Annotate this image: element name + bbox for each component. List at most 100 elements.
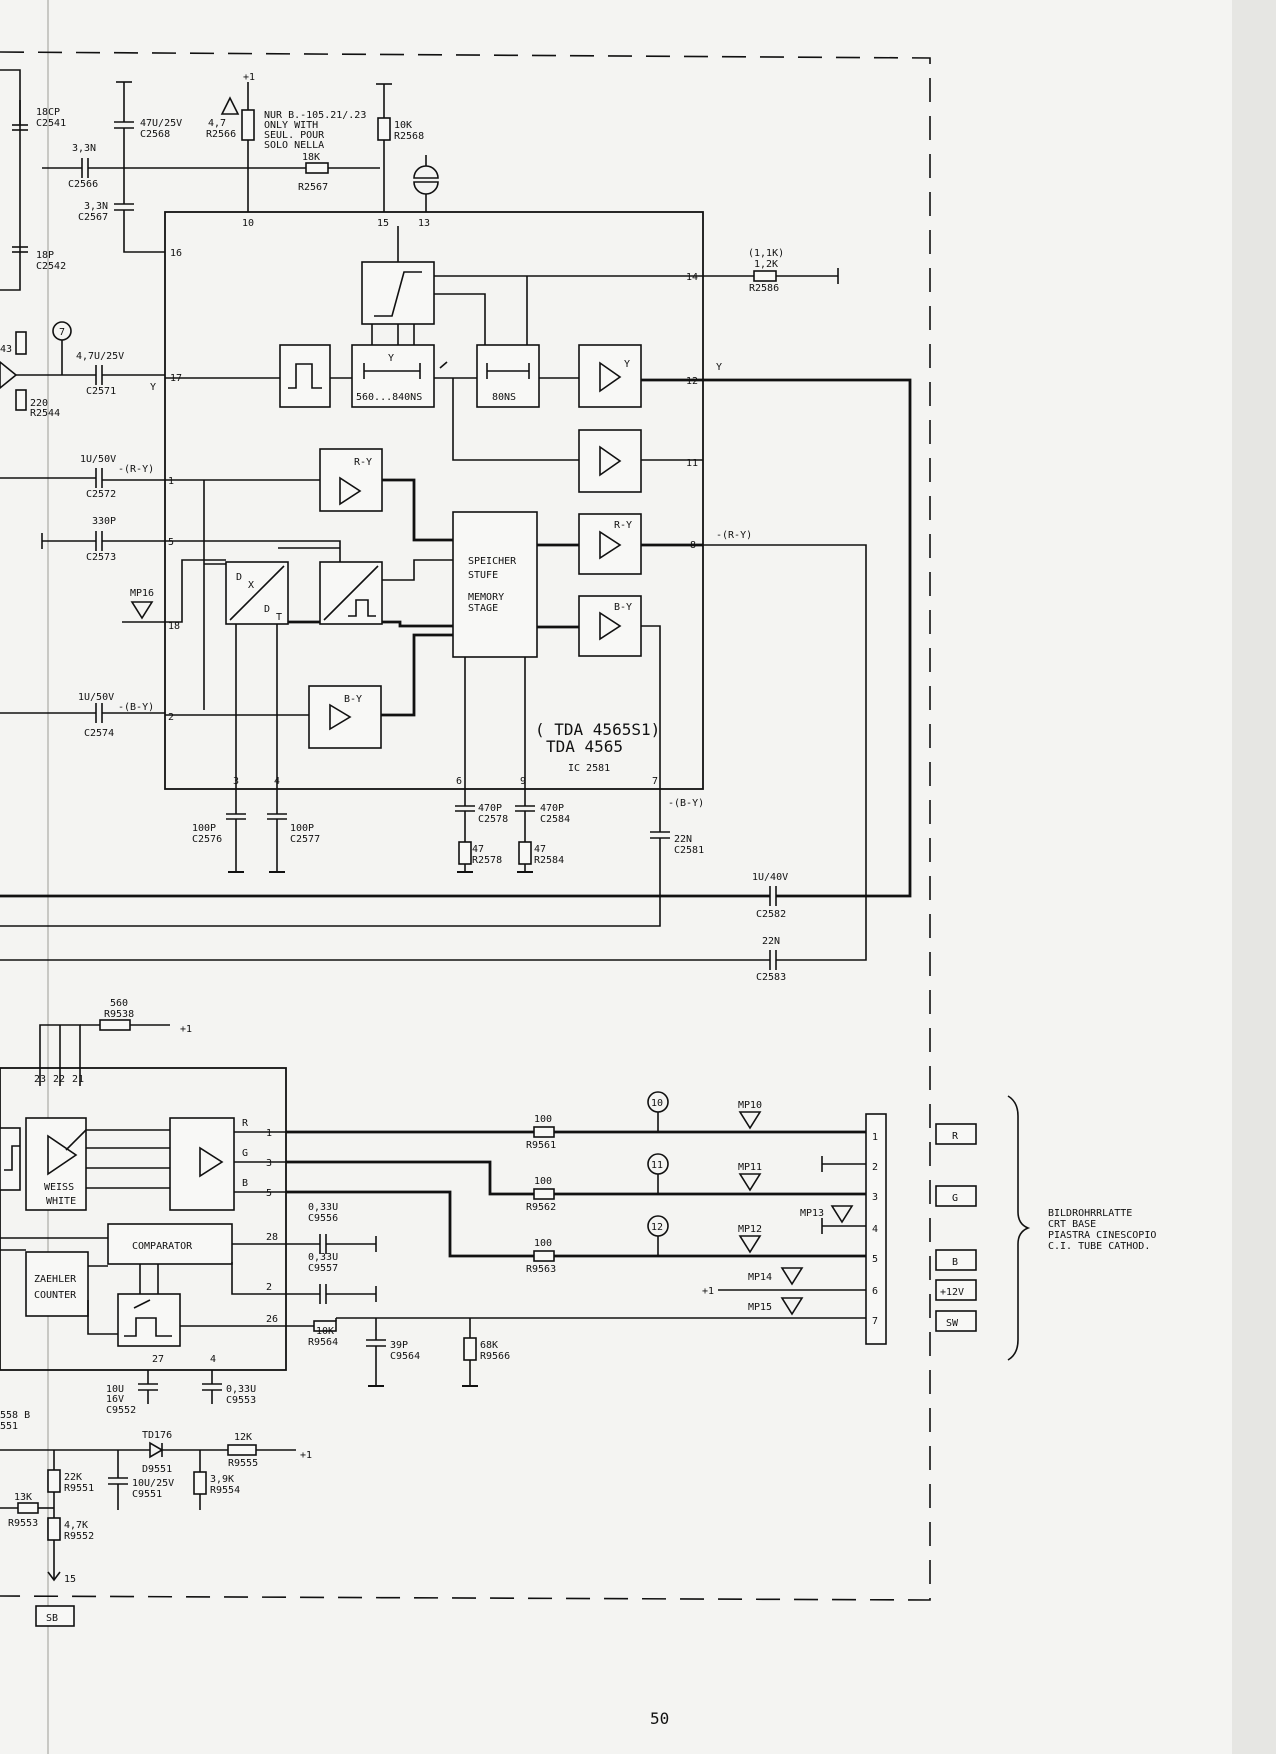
connector-pin-7: 7 <box>872 1316 878 1327</box>
rgb-output-lines: 100 R9561 100 R9562 100 R9563 10 11 12 M… <box>286 1091 866 1387</box>
crt-label-sw-text: SW <box>946 1318 959 1329</box>
r2566-value: 4,7 <box>208 118 226 129</box>
c2584-ref: C2584 <box>540 814 570 825</box>
y-amplifier <box>578 344 642 408</box>
mp13-marker <box>830 1205 854 1224</box>
d9551-diode <box>149 1441 164 1459</box>
r9563-ref: R9563 <box>526 1264 556 1275</box>
c9552-value: 10U <box>106 1384 124 1395</box>
dt-sub: T <box>276 612 282 623</box>
sb-label-box <box>35 1605 75 1627</box>
ic-name-1: ( TDA 4565S1) <box>535 720 660 739</box>
c2577-value: 100P <box>290 823 314 834</box>
r2568-ref: R2568 <box>394 131 424 142</box>
upper-left-components: 18CP C2541 18P C2542 3,3N C2566 47U/25V … <box>0 69 912 983</box>
r2586-value: 1,2K <box>754 259 778 270</box>
pin-7: 7 <box>652 776 658 787</box>
dt-label: D <box>264 604 270 615</box>
r9554-value: 3,9K <box>210 1474 234 1485</box>
rgb-pin-22: 22 <box>53 1074 65 1085</box>
mp12-marker <box>738 1235 762 1254</box>
ref558-line-2: 551 <box>0 1421 18 1432</box>
dx-label: D <box>236 572 242 583</box>
r2578-value: 47 <box>472 844 484 855</box>
by-input-amplifier <box>308 685 382 749</box>
c2571-ref: C2571 <box>86 386 116 397</box>
r9566-resistor <box>463 1337 477 1361</box>
rgb-output-ic: 23 22 21 560 R9538 +1 WEISS WHITE R G B … <box>0 998 287 1416</box>
connector-pin-6: 6 <box>872 1286 878 1297</box>
pin-9: 9 <box>520 776 526 787</box>
pin-18: 18 <box>168 621 180 632</box>
mp12-label: MP12 <box>738 1224 762 1235</box>
c9557-ref: C9557 <box>308 1263 338 1274</box>
r2567-ref: R2567 <box>298 182 328 193</box>
c2542-ref: C2542 <box>36 261 66 272</box>
r2586-alt-value: (1,1K) <box>748 248 784 259</box>
ry-input-amplifier <box>319 448 383 512</box>
rgb-out-g: G <box>242 1148 248 1159</box>
connector-pin-4: 4 <box>872 1224 878 1235</box>
testpoint-7-label: 7 <box>59 327 65 338</box>
r2584-resistor <box>518 841 532 865</box>
connector-body <box>865 1113 887 1345</box>
pin-12: 12 <box>686 376 698 387</box>
r9554-ref: R9554 <box>210 1485 240 1496</box>
pin-15-label: 15 <box>64 1574 76 1585</box>
crt-label-12v <box>935 1279 977 1301</box>
y-amp-label: Y <box>624 359 630 370</box>
c2568-ref: C2568 <box>140 129 170 140</box>
r43-label: 43 <box>0 344 12 355</box>
c2583-value: 22N <box>762 936 780 947</box>
crt-board-line-2: CRT BASE <box>1048 1219 1096 1230</box>
r9551-resistor <box>47 1469 61 1493</box>
c2578-ref: C2578 <box>478 814 508 825</box>
r9555-resistor <box>227 1444 257 1456</box>
c2573-value: 330P <box>92 516 116 527</box>
mp16-marker <box>130 601 154 620</box>
rgb-pin-26: 26 <box>266 1314 278 1325</box>
c9564-ref: C9564 <box>390 1351 420 1362</box>
c9557-value: 0,33U <box>308 1252 338 1263</box>
r9563-value: 100 <box>534 1238 552 1249</box>
counter-label: COUNTER <box>34 1290 77 1301</box>
mp11-marker <box>738 1173 762 1192</box>
pin-13: 13 <box>418 218 430 229</box>
testpoint-10-label: 10 <box>651 1098 663 1109</box>
sb-label: SB <box>46 1613 58 1624</box>
ry-output-signal: -(R-Y) <box>716 530 752 541</box>
pin-11: 11 <box>686 458 698 469</box>
plus1-r9555: +1 <box>300 1450 312 1461</box>
r9538-value: 560 <box>110 998 128 1009</box>
by-input-signal: -(B-Y) <box>118 702 154 713</box>
r2544-value: 220 <box>30 398 48 409</box>
crt-connector: 1 2 3 4 5 6 7 R G B +12V SW BILDROHRRLAT… <box>865 1095 1156 1361</box>
rgb-pin-28: 28 <box>266 1232 278 1243</box>
r2566-resistor <box>241 109 255 141</box>
r9552-resistor <box>47 1517 61 1541</box>
c2541-value: 18CP <box>36 107 60 118</box>
d9551-ref: D9551 <box>142 1464 172 1475</box>
amplifier-pin11 <box>578 429 642 493</box>
c2572-value: 1U/50V <box>80 454 116 465</box>
c9552-ref: C9552 <box>106 1405 136 1416</box>
testpoint-11-label: 11 <box>651 1160 663 1171</box>
r2586-resistor <box>753 270 777 282</box>
r2567-resistor <box>305 162 329 174</box>
mp14-marker <box>780 1267 804 1286</box>
c2566-ref: C2566 <box>68 179 98 190</box>
plus1-r9538: +1 <box>180 1024 192 1035</box>
rgb-pin-4: 4 <box>210 1354 216 1365</box>
r2567-value: 18K <box>302 152 320 163</box>
c2577-ref: C2577 <box>290 834 320 845</box>
delay-1-label: Y <box>388 353 394 364</box>
crt-label-r <box>935 1123 977 1145</box>
c2572-ref: C2572 <box>86 489 116 500</box>
mp16-label: MP16 <box>130 588 154 599</box>
r9562-value: 100 <box>534 1176 552 1187</box>
connector-pin-5: 5 <box>872 1254 878 1265</box>
crt-label-g <box>935 1185 977 1207</box>
zaehler-counter-block <box>25 1251 89 1317</box>
pin-15: 15 <box>377 218 389 229</box>
